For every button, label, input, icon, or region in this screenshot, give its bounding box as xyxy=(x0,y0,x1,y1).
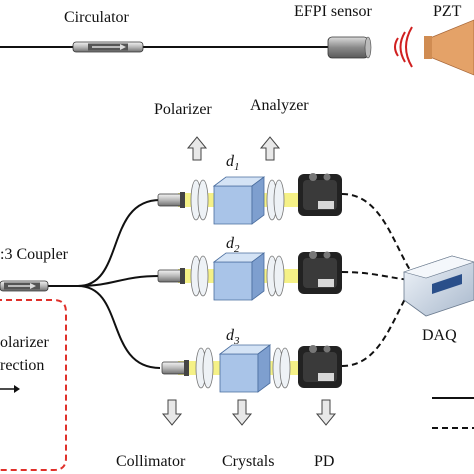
pzt-device xyxy=(424,19,474,76)
polarizer-d3 xyxy=(195,347,214,389)
analyzer-d2 xyxy=(266,255,285,297)
collimator-d1 xyxy=(157,192,185,208)
fiber-to-d3 xyxy=(77,285,161,369)
coupler-label: :3 Coupler xyxy=(0,246,69,263)
polarizer-d1 xyxy=(190,179,209,221)
pd-label: PD xyxy=(314,453,334,470)
acoustic-wave-icon xyxy=(394,26,413,68)
efpi-sensor-device xyxy=(327,36,372,59)
polarizer-up-arrow xyxy=(186,136,208,161)
polarizer-d2 xyxy=(190,255,209,297)
fiber-to-d2 xyxy=(77,275,161,287)
circulator-label: Circulator xyxy=(64,9,130,26)
collimator-d3 xyxy=(161,360,189,376)
d3-label: d3 xyxy=(226,327,240,347)
crystals-down-arrow xyxy=(231,399,253,426)
circulator-device xyxy=(72,41,144,53)
analyzer-d3 xyxy=(272,347,291,389)
analyzer-label: Analyzer xyxy=(250,97,309,114)
daq-device xyxy=(402,255,474,317)
crystal-d1 xyxy=(212,176,266,225)
polarizer-direction-label-2: rection xyxy=(0,357,44,374)
crystal-d2 xyxy=(212,252,266,301)
photodetector-d1 xyxy=(298,173,342,216)
collimator-d2 xyxy=(157,268,185,284)
d2-label: d2 xyxy=(226,235,240,255)
coupler-device xyxy=(0,280,49,292)
polarizer-direction-arrow xyxy=(0,385,20,393)
polarizer-label: Polarizer xyxy=(154,101,212,118)
signal-cables xyxy=(341,193,411,367)
daq-label: DAQ xyxy=(422,327,457,344)
collimator-label: Collimator xyxy=(116,453,186,470)
efpi-sensor-label: EFPI sensor xyxy=(294,3,372,20)
polarizer-direction-box xyxy=(0,299,67,471)
pd-down-arrow xyxy=(315,399,337,426)
crystals-label: Crystals xyxy=(222,453,274,470)
polarizer-direction-label-1: olarizer xyxy=(0,334,50,351)
analyzer-up-arrow xyxy=(259,136,281,161)
photodetector-d2 xyxy=(298,251,342,294)
fiber-to-d1 xyxy=(77,199,161,287)
collimator-down-arrow xyxy=(161,399,183,426)
analyzer-d1 xyxy=(266,179,285,221)
pzt-label: PZT xyxy=(433,3,462,20)
photodetector-d3 xyxy=(298,345,342,388)
d1-label: d1 xyxy=(226,153,240,173)
crystal-d3 xyxy=(218,344,272,393)
